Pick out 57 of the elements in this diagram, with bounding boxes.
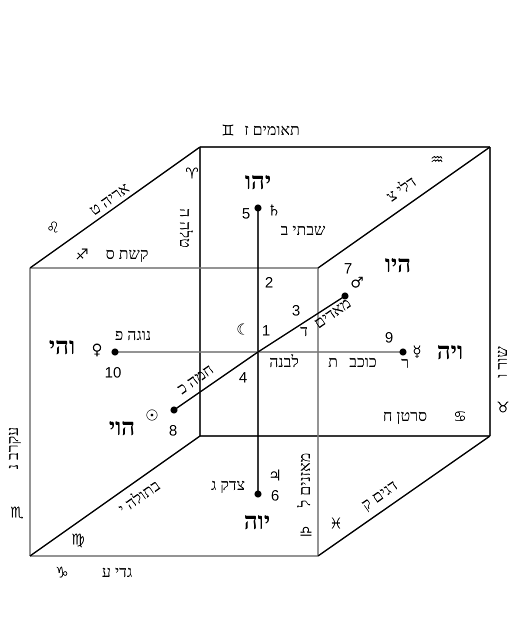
zodiac-symbol: ♍ <box>71 532 85 548</box>
zodiac-symbol: ♌ <box>46 220 60 236</box>
divine-name-label: יהו <box>244 170 272 194</box>
hebrew-label: קשת ס <box>106 247 148 263</box>
divine-name-label: הוי <box>108 416 136 440</box>
point-number: 8 <box>168 424 178 438</box>
zodiac-symbol: ♓ <box>329 516 343 532</box>
hebrew-label: עקרב נ <box>6 426 22 470</box>
zodiac-symbol: ♋ <box>453 410 467 424</box>
point-number: 10 <box>104 366 122 380</box>
hebrew-label: שבתי ב <box>280 223 326 239</box>
planet-symbol: ☿ <box>412 344 422 360</box>
point-number: 9 <box>384 330 394 346</box>
hebrew-label: סרטן ח <box>382 409 428 425</box>
hebrew-label: נוגה פ <box>114 328 152 344</box>
point-number: 1 <box>262 324 270 338</box>
zodiac-symbol: ♑ <box>55 566 69 580</box>
hebrew-label: שור ו <box>495 346 511 378</box>
point-number: 3 <box>292 304 300 318</box>
point-number: 2 <box>264 276 274 290</box>
hebrew-label: צדק ג <box>211 478 245 494</box>
hebrew-label: טלה ה <box>176 208 192 248</box>
zodiac-symbol: ♐ <box>75 248 89 262</box>
divine-name-label: היו <box>384 253 412 277</box>
hebrew-label: תאומים ז <box>244 123 300 139</box>
hebrew-label: ת <box>328 355 338 371</box>
hebrew-label: חמה כ <box>175 362 217 398</box>
point-number: 6 <box>270 488 280 504</box>
zodiac-symbol: ♏ <box>10 506 24 520</box>
planet-symbol: ♂ <box>350 276 364 290</box>
divine-name-label: יוה <box>244 510 270 534</box>
zodiac-symbol: ♒ <box>430 152 444 168</box>
point-number: 4 <box>238 370 248 386</box>
hebrew-label: ר <box>401 356 409 372</box>
zodiac-symbol: ♈ <box>185 166 199 182</box>
hebrew-label: לבנה <box>269 355 299 371</box>
point-number: 7 <box>344 262 352 276</box>
hebrew-label: גדי ע <box>102 565 132 581</box>
planet-symbol: ♀ <box>92 342 102 358</box>
zodiac-symbol: ♊ <box>221 124 235 138</box>
hebrew-label: אריה ט <box>87 180 133 220</box>
divine-name-label: ויה <box>436 340 464 364</box>
divine-name-label: והי <box>48 335 76 359</box>
hebrew-label: דלי צ <box>384 174 420 206</box>
hebrew-label: מאדים <box>312 296 354 332</box>
planet-symbol: ☾ <box>236 322 250 338</box>
hebrew-label: בתולה י <box>116 478 164 518</box>
zodiac-symbol: ♉ <box>496 400 510 416</box>
hebrew-label: מאזנים ל <box>298 452 314 508</box>
planet-symbol: ♃ <box>268 468 282 484</box>
hebrew-label: דגים ק <box>359 478 401 514</box>
zodiac-symbol: ♎ <box>299 524 313 540</box>
hebrew-label: ד <box>300 324 308 340</box>
hebrew-label: כוכב <box>349 355 377 371</box>
planet-symbol: ♄ <box>267 204 281 218</box>
point-number: 5 <box>242 206 250 222</box>
planet-symbol: ☉ <box>145 408 159 424</box>
